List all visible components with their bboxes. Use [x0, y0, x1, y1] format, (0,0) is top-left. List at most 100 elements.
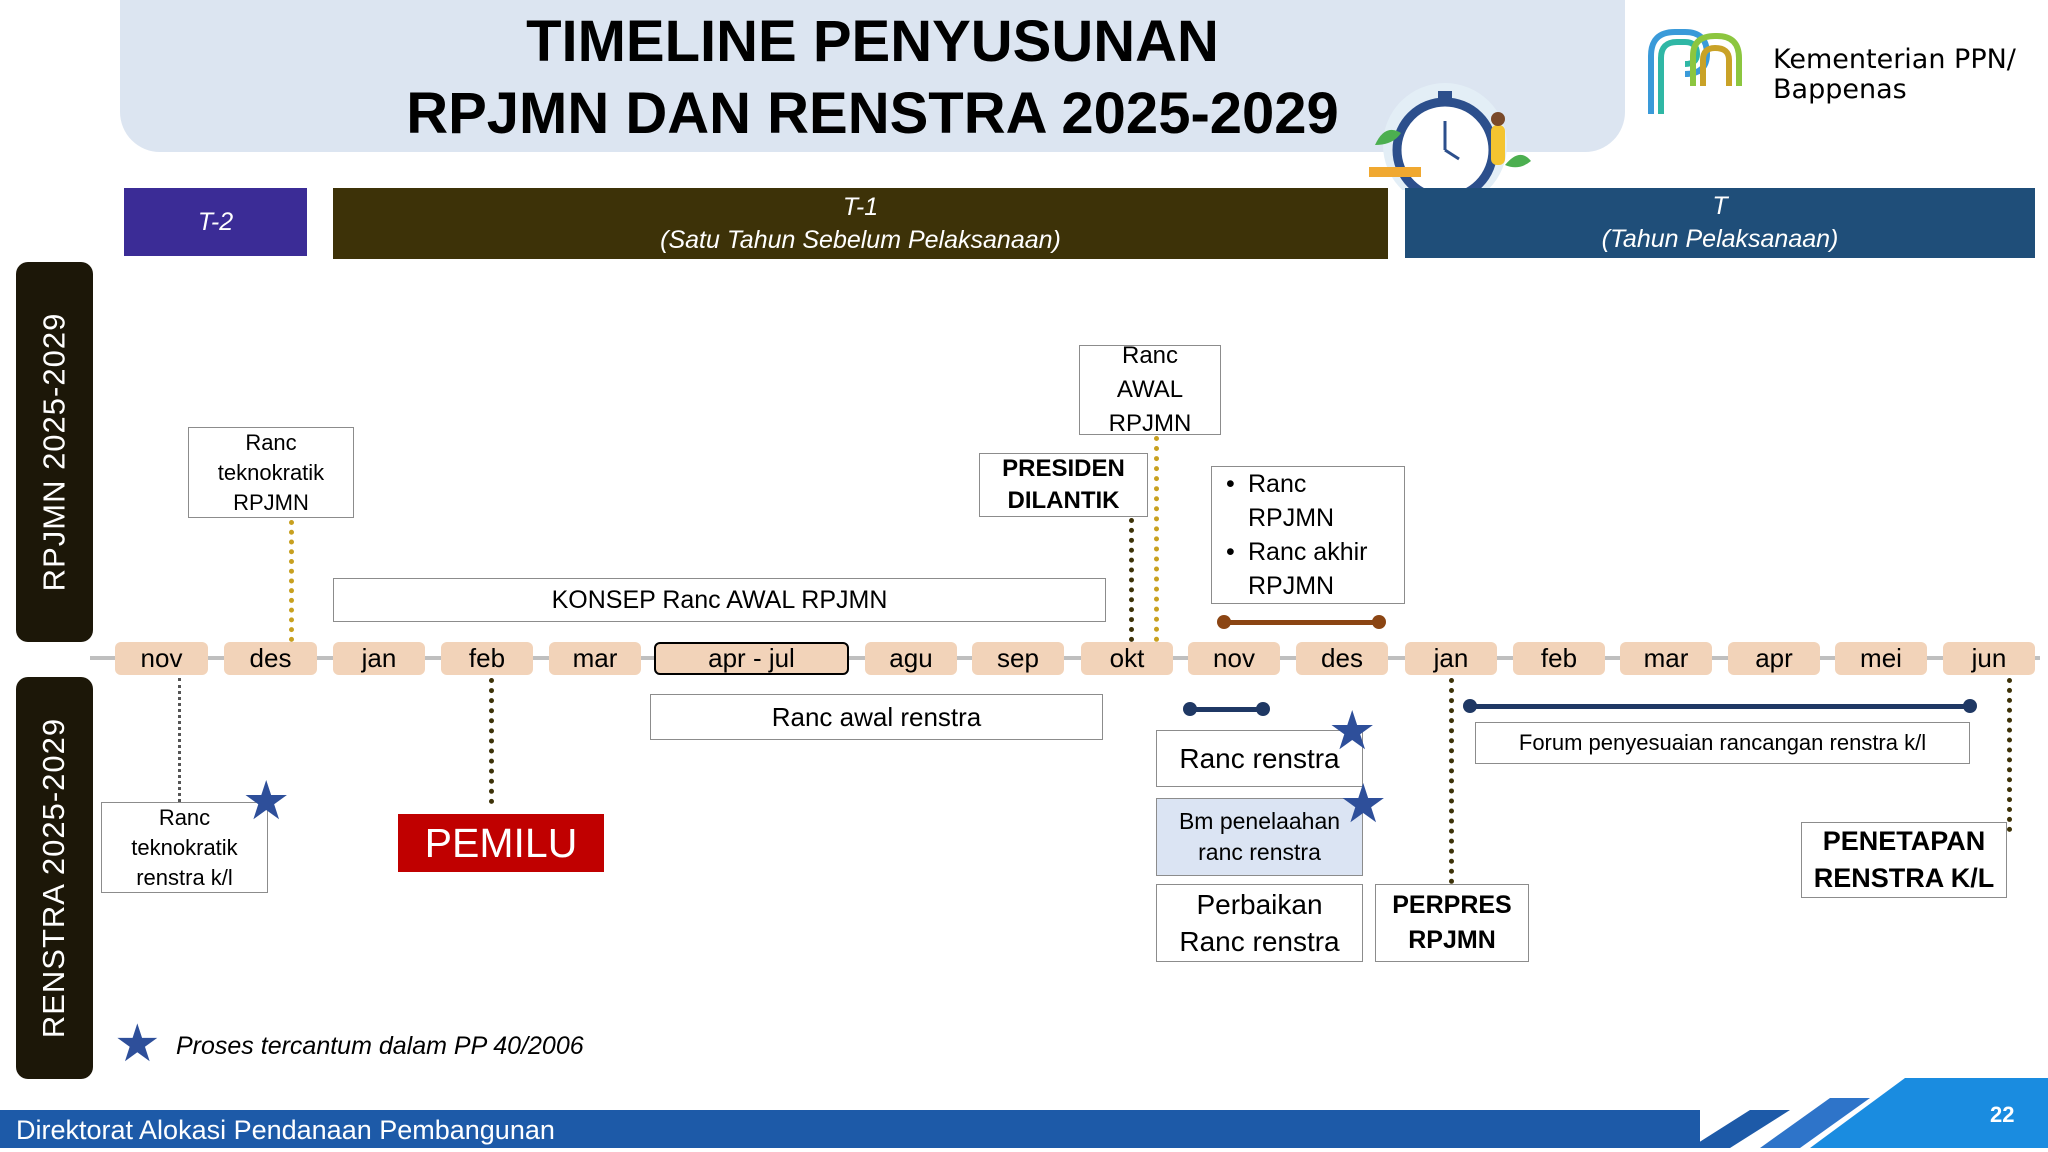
bm-penelaahan-line-1: Bm penelaahan — [1178, 808, 1341, 834]
side-label-renstra-text: RENSTRA 2025-2029 — [36, 717, 72, 1039]
rpjmn-period-bar-start-dot — [1217, 615, 1231, 629]
phase-t-minus-2-label: T-2 — [197, 207, 234, 236]
month-sep-t1: sep — [972, 642, 1064, 675]
month-agu-t1: agu — [865, 642, 957, 675]
star-icon: ★ — [1339, 774, 1388, 834]
rpjmn-ranc-teknokratik-box: Ranc teknokratik RPJMN — [188, 427, 354, 518]
perpres-line-1: PERPRES — [1392, 891, 1512, 919]
rpjmn-ranc-teknokratik-line-3: RPJMN — [233, 489, 309, 515]
month-jun-t: jun — [1943, 642, 2035, 675]
rpjmn-bullet-2: • Ranc akhir RPJMN — [1226, 535, 1404, 603]
side-label-renstra: RENSTRA 2025-2029 — [16, 677, 93, 1079]
penetapan-line-1: PENETAPAN — [1822, 826, 1986, 856]
rpjmn-ranc-awal-box: Ranc AWAL RPJMN — [1079, 342, 1221, 437]
perbaikan-line-1: Perbaikan — [1196, 889, 1323, 920]
side-label-rpjmn-text: RPJMN 2025-2029 — [36, 312, 72, 592]
renstra-ranc-awal-box: Ranc awal renstra — [650, 694, 1103, 740]
rpjmn-ranc-awal-line-1: Ranc — [1121, 342, 1179, 369]
footer-bar: Direktorat Alokasi Pendanaan Pembangunan — [0, 1110, 1700, 1148]
rpjmn-ranc-awal-line-2: AWAL — [1116, 376, 1184, 403]
month-mei-t: mei — [1835, 642, 1927, 675]
month-nov-t2: nov — [115, 642, 208, 675]
penetapan-renstra-box: PENETAPAN RENSTRA K/L — [1801, 822, 2007, 898]
renstra-ranc-teknokratik-line-2: teknokratik — [131, 834, 238, 860]
forum-penyesuaian-box: Forum penyesuaian rancangan renstra k/l — [1475, 722, 1970, 764]
bullet-icon: • — [1226, 470, 1235, 498]
rpjmn-bullet-2-text: Ranc akhir RPJMN — [1248, 538, 1368, 600]
renstra-nov-bar — [1188, 707, 1262, 712]
month-apr-jul-t1: apr - jul — [654, 642, 849, 675]
month-apr-t: apr — [1728, 642, 1820, 675]
phase-t-minus-1-sub: (Satu Tahun Sebelum Pelaksanaan) — [660, 225, 1061, 254]
rpjmn-ranc-awal-connector — [1154, 436, 1159, 642]
phase-t-sub: (Tahun Pelaksanaan) — [1601, 225, 1839, 253]
renstra-ranc-teknokratik-line-3: renstra k/l — [136, 864, 233, 890]
pemilu-connector — [489, 678, 494, 804]
rpjmn-ranc-teknokratik-line-1: Ranc — [245, 429, 297, 455]
star-icon: ★ — [242, 771, 291, 831]
forum-penyesuaian-text: Forum penyesuaian rancangan renstra k/l — [1518, 730, 1927, 755]
phase-t-minus-1: T-1 (Satu Tahun Sebelum Pelaksanaan) — [333, 188, 1388, 259]
rpjmn-bullets-box: • Ranc RPJMN • Ranc akhir RPJMN — [1211, 466, 1405, 604]
perbaikan-ranc-renstra-box: Perbaikan Ranc renstra — [1156, 884, 1363, 962]
penetapan-connector — [2007, 678, 2012, 832]
presiden-dilantik-line-2: DILANTIK — [1007, 487, 1120, 514]
forum-period-bar-end-dot — [1963, 699, 1977, 713]
footer-text: Direktorat Alokasi Pendanaan Pembangunan — [16, 1115, 555, 1145]
rpjmn-ranc-awal-line-3: RPJMN — [1108, 410, 1192, 437]
renstra-ranc-awal-text: Ranc awal renstra — [771, 701, 982, 732]
clock-illustration — [1369, 83, 1531, 190]
rpjmn-ranc-teknokratik-line-2: teknokratik — [217, 459, 325, 485]
phase-t-minus-2: T-2 — [124, 188, 307, 256]
perbaikan-line-2: Ranc renstra — [1179, 926, 1340, 957]
star-icon: ★ — [1328, 701, 1377, 761]
perpres-line-2: RPJMN — [1408, 926, 1496, 954]
ranc-renstra-text: Ranc renstra — [1179, 742, 1340, 774]
forum-period-bar — [1470, 704, 1970, 709]
month-jan-t1: jan — [333, 642, 425, 675]
renstra-ranc-teknokratik-line-1: Ranc — [158, 804, 211, 830]
renstra-nov-bar-end-dot — [1256, 702, 1270, 716]
phase-t-label: T — [1712, 192, 1728, 220]
presiden-dilantik-line-1: PRESIDEN — [1002, 455, 1125, 482]
rpjmn-bullet-1-text: Ranc RPJMN — [1248, 470, 1335, 532]
phase-t-minus-1-label: T-1 — [842, 192, 879, 221]
rpjmn-period-bar-end-dot — [1372, 615, 1386, 629]
presiden-dilantik-box: PRESIDEN DILANTIK — [979, 453, 1148, 517]
rpjmn-teknokratik-connector — [289, 520, 294, 642]
forum-period-bar-start-dot — [1463, 699, 1477, 713]
timeline-axis — [90, 656, 2040, 660]
legend-text: Proses tercantum dalam PP 40/2006 — [176, 1032, 584, 1060]
bullet-icon: • — [1226, 538, 1235, 566]
month-des-t1: des — [1296, 642, 1388, 675]
bappenas-logo-icon — [1648, 29, 1742, 114]
page-number: 22 — [1990, 1102, 2015, 1127]
title-banner: TIMELINE PENYUSUNAN RPJMN DAN RENSTRA 20… — [120, 0, 1625, 152]
ranc-renstra-box: Ranc renstra — [1156, 730, 1363, 787]
month-mar-t: mar — [1620, 642, 1712, 675]
bm-penelaahan-line-2: ranc renstra — [1198, 839, 1321, 865]
logo-text: Kementerian PPN/ Bappenas — [1773, 45, 2016, 105]
rpjmn-period-bar — [1224, 620, 1379, 625]
title-line-1: TIMELINE PENYUSUNAN — [526, 9, 1219, 74]
month-mar-t1: mar — [549, 642, 641, 675]
renstra-ranc-teknokratik-box: Ranc teknokratik renstra k/l — [101, 802, 268, 893]
phase-t: T (Tahun Pelaksanaan) — [1405, 188, 2035, 258]
bm-penelaahan-box: Bm penelaahan ranc renstra — [1156, 798, 1363, 876]
month-jan-t: jan — [1405, 642, 1497, 675]
month-okt-t1: okt — [1081, 642, 1173, 675]
legend-star-icon: ★ — [114, 1015, 161, 1073]
month-feb-t: feb — [1513, 642, 1605, 675]
konsep-ranc-awal-rpjmn-box: KONSEP Ranc AWAL RPJMN — [333, 578, 1106, 622]
penetapan-line-2: RENSTRA K/L — [1813, 863, 1995, 893]
month-des-t2: des — [224, 642, 317, 675]
month-nov-t1: nov — [1188, 642, 1280, 675]
perpres-rpjmn-box: PERPRES RPJMN — [1375, 884, 1529, 962]
perpres-connector — [1449, 678, 1454, 884]
presiden-connector — [1129, 518, 1134, 642]
month-feb-t1: feb — [441, 642, 533, 675]
footer-stripes — [1690, 1078, 2048, 1148]
konsep-ranc-awal-rpjmn-text: KONSEP Ranc AWAL RPJMN — [551, 585, 888, 614]
renstra-nov-bar-start-dot — [1183, 702, 1197, 716]
renstra-teknokratik-connector — [178, 678, 181, 802]
